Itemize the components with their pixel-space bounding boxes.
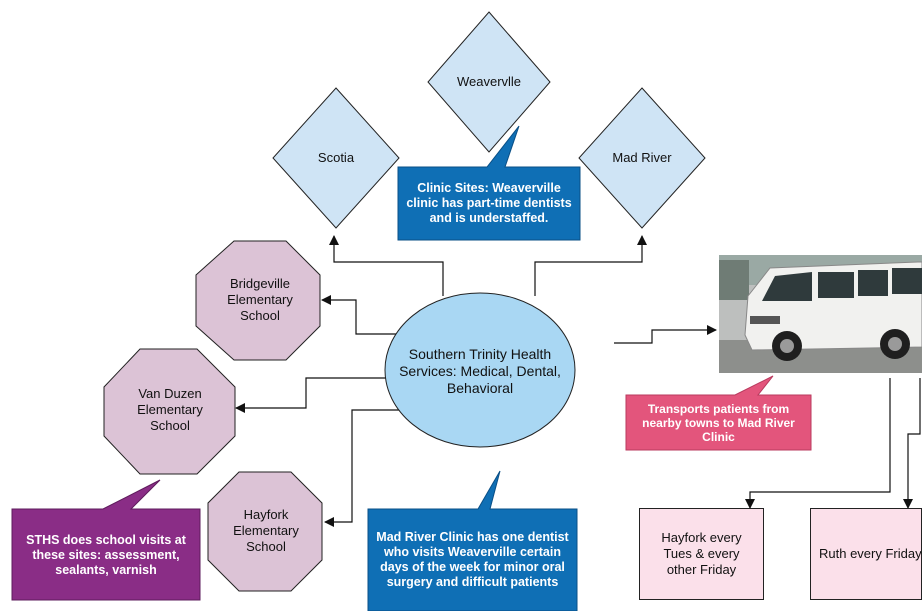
- diamond-mad-river: [578, 87, 706, 229]
- center-label: Southern Trinity Health Services: Medica…: [399, 345, 561, 396]
- octagon-hayfork-school: [207, 471, 323, 592]
- callout-clinic-sites: Clinic Sites: Weaverville clinic has par…: [406, 180, 572, 225]
- van-photo: [719, 255, 922, 373]
- center-circle: [384, 292, 576, 448]
- octagon-bridgeville: [195, 240, 321, 361]
- school-bridgeville: Bridgeville Elementary School: [227, 276, 293, 323]
- diamond-scotia: [272, 87, 400, 229]
- clinic-site-mad-river: Mad River: [612, 150, 672, 165]
- connector-to-scotia: [329, 235, 444, 296]
- callout-clinic-sites-shape: [397, 125, 581, 241]
- schedule-hayfork: Hayfork every Tues & every other Friday: [639, 508, 764, 600]
- callout-mad-river-clinic-shape: [367, 470, 578, 611]
- connector-to-mad-river: [534, 235, 647, 296]
- connector-to-ruth-schedule: [903, 378, 921, 509]
- clinic-site-scotia: Scotia: [317, 150, 355, 165]
- callout-transport-shape: [625, 375, 812, 451]
- connector-to-bridgeville: [321, 295, 398, 335]
- callout-school-visits-shape: [11, 479, 201, 601]
- connector-to-van: [614, 325, 717, 344]
- connector-to-van-duzen: [235, 377, 388, 413]
- school-van-duzen: Van Duzen Elementary School: [137, 386, 203, 433]
- callout-mad-river-clinic: Mad River Clinic has one dentist who vis…: [376, 530, 569, 589]
- clinic-site-weaverville: Weavervlle: [456, 74, 522, 89]
- diamond-weaverville: [427, 11, 551, 153]
- callout-school-visits: STHS does school visits at these sites: …: [26, 532, 186, 577]
- callout-transport: Transports patients from nearby towns to…: [642, 401, 795, 444]
- octagon-van-duzen: [103, 348, 236, 475]
- schedule-ruth: Ruth every Friday: [810, 508, 922, 600]
- connector-to-hayfork-schedule: [745, 378, 891, 509]
- school-hayfork: Hayfork Elementary School: [233, 507, 299, 554]
- connector-to-hayfork-school: [324, 409, 400, 527]
- connectors: [235, 235, 921, 527]
